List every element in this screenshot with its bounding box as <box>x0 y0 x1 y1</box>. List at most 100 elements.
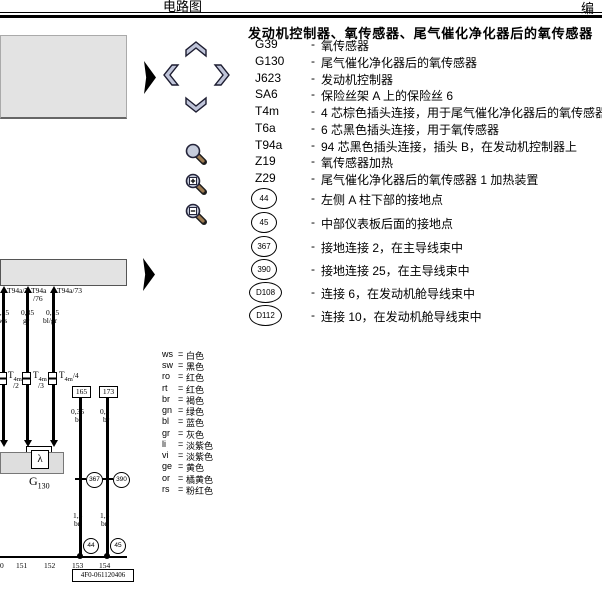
color-name: 橘黄色 <box>186 475 214 485</box>
color-code: br <box>162 394 171 404</box>
connector-symbol <box>22 372 31 385</box>
nav-up-button[interactable] <box>184 39 208 59</box>
control-unit-band-top <box>0 35 127 119</box>
wire-arrow-icon <box>50 286 58 293</box>
wire-color: gr <box>23 316 30 325</box>
color-eq: = <box>178 484 184 494</box>
chevron-left-icon <box>163 64 180 86</box>
connection-badge: D108 <box>249 282 282 303</box>
component-label: G130 <box>29 474 50 491</box>
color-eq: = <box>178 450 184 460</box>
ground-point-badge: 44 <box>83 538 99 554</box>
nav-right-button[interactable] <box>212 63 232 87</box>
chevron-right-icon <box>213 64 230 86</box>
wire <box>106 397 109 557</box>
header-rule-thin <box>0 12 602 13</box>
control-unit-band <box>0 259 127 286</box>
wire-arrow-icon <box>50 440 58 447</box>
wire-color: br <box>74 519 81 528</box>
color-eq: = <box>178 349 184 359</box>
magnifier-plus-icon <box>185 173 207 195</box>
pin-label: T94a <box>31 286 47 295</box>
color-eq: = <box>178 405 184 415</box>
connector-symbol <box>0 372 7 385</box>
wire-color: br <box>75 415 82 424</box>
color-eq: = <box>178 371 184 381</box>
pan-zoom-button[interactable] <box>184 142 208 166</box>
color-code: rt <box>162 383 168 393</box>
track-number: 154 <box>99 561 111 570</box>
color-code: gn <box>162 405 173 415</box>
wire-gauge: 1,5 <box>100 511 110 520</box>
color-eq: = <box>178 383 184 393</box>
track-number: 0 <box>0 561 4 570</box>
legend-dash: - <box>311 87 315 101</box>
legend-dash: - <box>311 308 315 322</box>
zoom-out-button[interactable] <box>184 202 208 226</box>
color-eq: = <box>178 394 184 404</box>
legend-desc: 尾气催化净化器后的氧传感器 <box>321 56 478 70</box>
track-rail <box>0 556 127 558</box>
ground-point-badge: 45 <box>251 212 277 233</box>
legend-desc: 6 芯黑色插头连接，用于氧传感器 <box>321 123 500 137</box>
legend-dash: - <box>311 215 315 229</box>
page-title: 电路图 <box>163 0 203 14</box>
nav-left-button[interactable] <box>161 63 181 87</box>
legend-term: SA6 <box>255 87 278 101</box>
diagram-number-box: 4F0-061120406 <box>72 569 134 582</box>
color-code: li <box>162 439 166 449</box>
rail-node <box>77 553 83 559</box>
pin-label: T94a/73 <box>57 286 82 295</box>
connector-pin: /3 <box>38 381 44 390</box>
color-eq: = <box>178 428 184 438</box>
color-name: 黄色 <box>186 463 205 473</box>
wire-color: br <box>103 415 110 424</box>
wire-gauge: 0,35 <box>21 308 35 317</box>
legend-dash: - <box>311 37 315 51</box>
legend-desc: 连接 6，在发动机舱导线束中 <box>321 287 476 301</box>
continuation-pointer-icon <box>144 61 156 94</box>
wire-gauge: 0,35 <box>71 407 85 416</box>
legend-desc: 接地连接 2，在主导线束中 <box>321 241 464 255</box>
legend-desc: 氧传感器加热 <box>321 156 394 170</box>
legend-term: Z19 <box>255 154 276 168</box>
lambda-symbol: λ <box>31 450 49 469</box>
color-eq: = <box>178 360 184 370</box>
legend-dash: - <box>311 104 315 118</box>
wire-color: ws <box>0 316 8 325</box>
ground-point-badge: 390 <box>251 259 277 280</box>
legend-desc: 氧传感器 <box>321 39 370 53</box>
nav-down-button[interactable] <box>184 95 208 115</box>
wire-color: br <box>101 519 108 528</box>
color-name: 粉红色 <box>186 486 214 496</box>
continuation-pointer-icon <box>143 258 155 291</box>
color-code: or <box>162 473 171 483</box>
color-eq: = <box>178 461 184 471</box>
header-rule-thick <box>0 15 602 18</box>
junction-stub <box>102 478 113 480</box>
wire <box>2 292 5 441</box>
junction-stub <box>75 478 86 480</box>
wire-gauge: 0,5 <box>100 407 110 416</box>
legend-desc: 左侧 A 柱下部的接地点 <box>321 193 444 207</box>
legend-term: J623 <box>255 71 282 85</box>
color-code: ws <box>162 349 173 359</box>
color-name: 红色 <box>186 373 205 383</box>
color-name: 黑色 <box>186 362 205 372</box>
ground-point-badge: 44 <box>251 188 277 209</box>
legend-term: G39 <box>255 37 278 51</box>
legend-heading: 发动机控制器、氧传感器、尾气催化净化器后的氧传感器 <box>248 26 594 41</box>
legend-desc: 保险丝架 A 上的保险丝 6 <box>321 89 454 103</box>
zoom-in-button[interactable] <box>184 172 208 196</box>
color-name: 灰色 <box>186 430 205 440</box>
ground-point-badge: 45 <box>110 538 126 554</box>
color-eq: = <box>178 439 184 449</box>
rail-node <box>104 553 110 559</box>
color-code: vi <box>162 450 169 460</box>
legend-desc: 连接 10，在发动机舱导线束中 <box>321 310 482 324</box>
legend-desc: 发动机控制器 <box>321 73 394 87</box>
color-name: 褐色 <box>186 396 205 406</box>
connector-label: T4m <box>33 370 47 383</box>
legend-dash: - <box>311 191 315 205</box>
